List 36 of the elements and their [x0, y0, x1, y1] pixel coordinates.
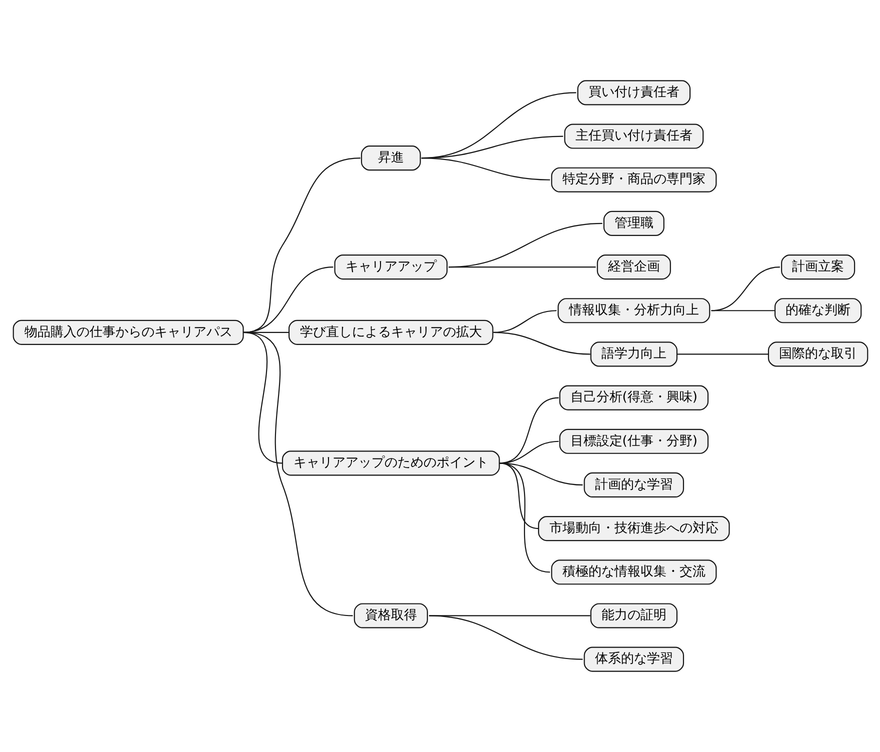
connector	[710, 266, 780, 312]
node-box: 特定分野・商品の専門家	[550, 167, 716, 192]
node-box: 管理職	[602, 210, 664, 236]
connector	[242, 266, 333, 333]
node-box: キャリアアップ	[334, 254, 448, 280]
node-box: 積極的な情報収集・交流	[550, 560, 716, 585]
node-box: 情報収集・分析力向上	[557, 298, 710, 324]
node-box: 国際的な取引	[767, 342, 868, 367]
connector	[242, 158, 360, 333]
node-box: 買い付け責任者	[576, 80, 690, 106]
connector	[710, 310, 774, 312]
connector	[420, 158, 550, 180]
node-box: 的確な判断	[774, 298, 862, 324]
node-box: 資格取得	[353, 603, 428, 628]
node-box: キャリアアップのためのポイント	[281, 450, 500, 476]
node-box: 計画的な学習	[583, 472, 684, 498]
node-box: 学び直しによるキャリアの拡大	[288, 320, 493, 345]
connector	[428, 615, 582, 660]
node-box: 主任買い付け責任者	[564, 124, 704, 149]
connector	[242, 332, 352, 616]
connector	[448, 266, 596, 268]
connector	[492, 332, 590, 355]
connector	[498, 462, 538, 530]
node-box: 計画立案	[780, 254, 855, 280]
connector	[448, 222, 602, 268]
node-box: 自己分析(得意・興味)	[558, 385, 708, 410]
connector	[498, 462, 550, 573]
node-box: 物品購入の仕事からのキャリアパス	[12, 320, 244, 345]
node-box: 市場動向・技術進歩への対応	[538, 516, 730, 542]
node-box: 昇進	[360, 146, 420, 171]
node-box: 経営企画	[596, 254, 670, 280]
connector	[677, 354, 768, 355]
node-box: 目標設定(仕事・分野)	[558, 428, 708, 454]
node-box: 能力の証明	[590, 603, 677, 628]
node-box: 語学力向上	[590, 342, 677, 367]
node-box: 体系的な学習	[583, 646, 684, 672]
